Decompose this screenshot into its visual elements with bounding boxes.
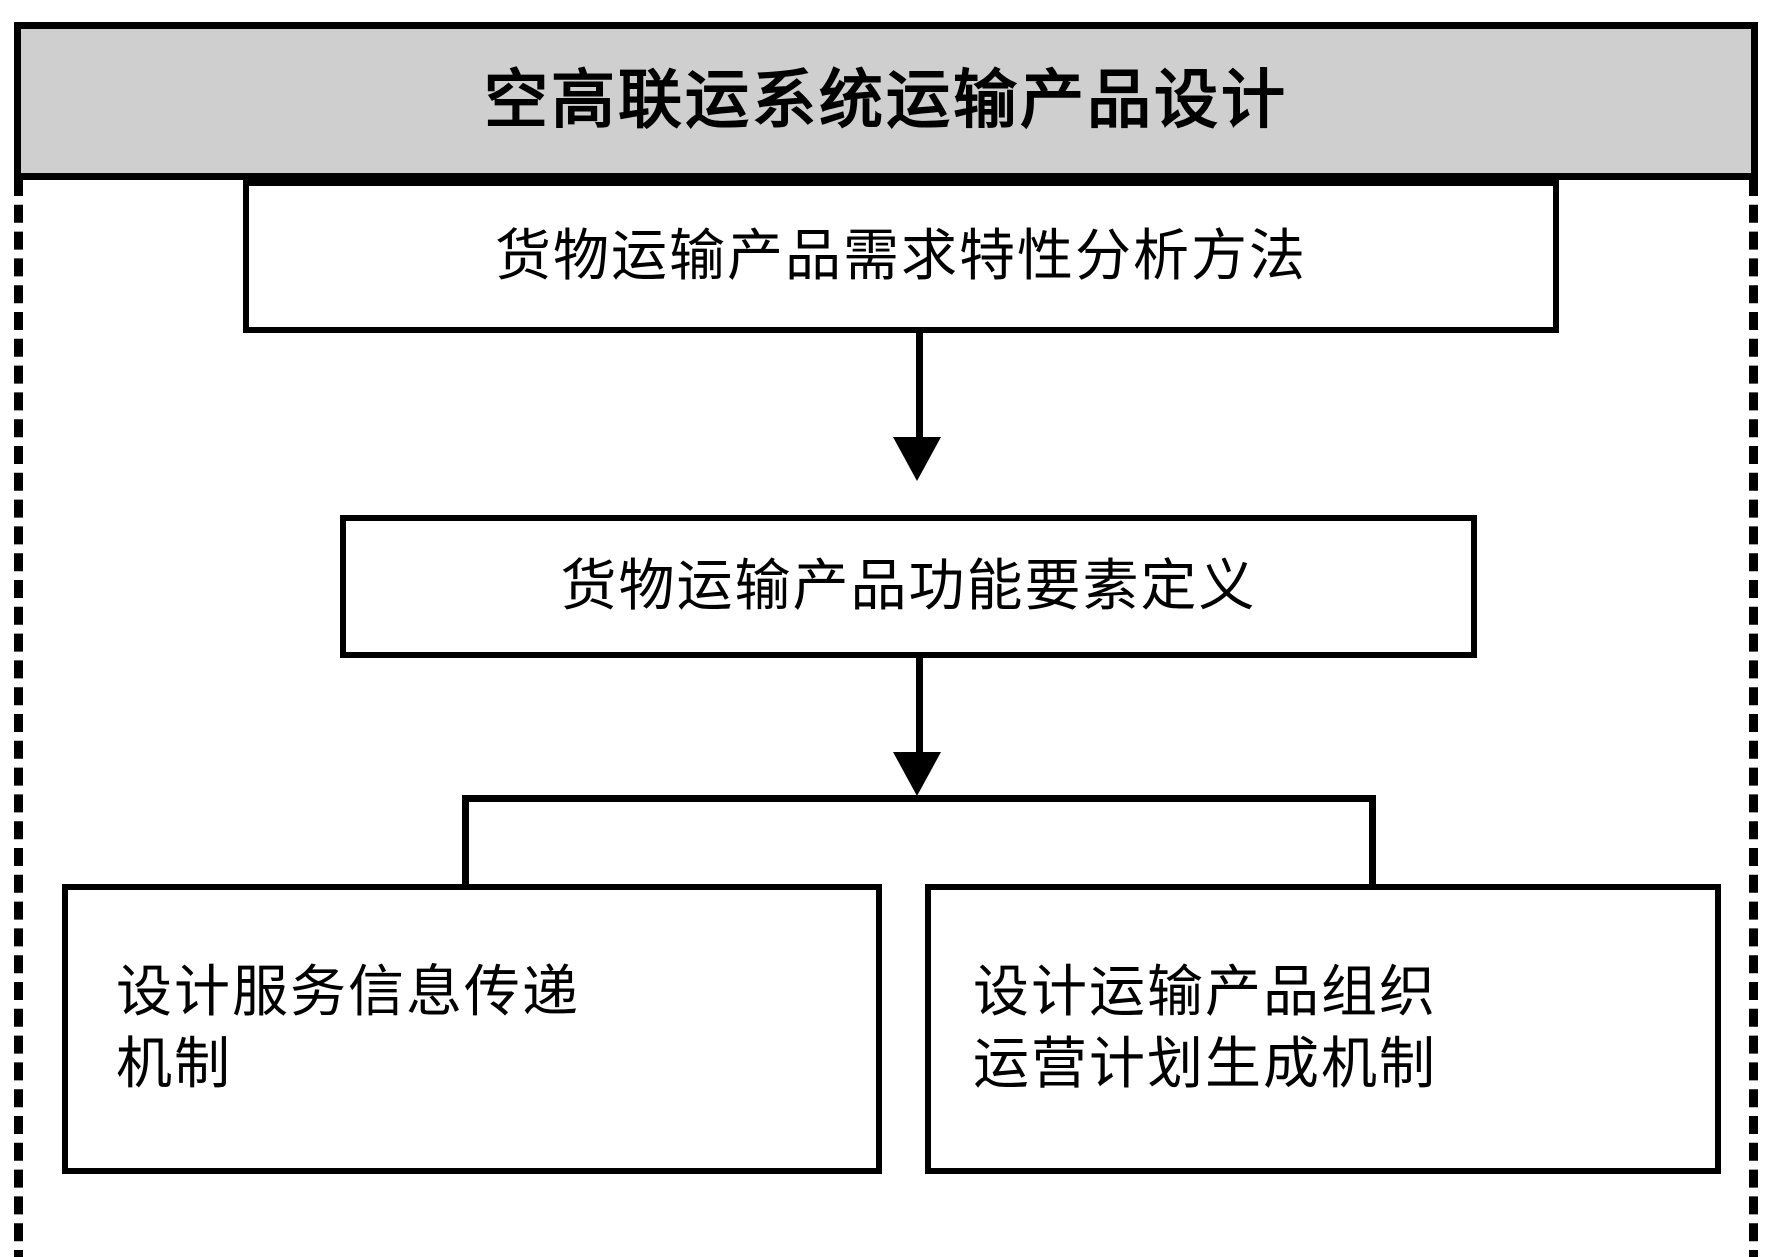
node-operation-plan-mechanism[interactable]: 设计运输产品组织 运营计划生成机制: [925, 884, 1721, 1174]
node-service-info-mechanism[interactable]: 设计服务信息传递 机制: [62, 884, 882, 1174]
diagram-title-box: 空高联运系统运输产品设计: [14, 22, 1758, 180]
branch-drop-right: [1369, 795, 1376, 891]
connector-demand-to-function-arrowhead: [893, 437, 941, 481]
connector-function-to-split-line: [916, 658, 923, 758]
connector-function-to-split-arrowhead: [893, 752, 941, 796]
node-function-definition[interactable]: 货物运输产品功能要素定义: [340, 515, 1477, 658]
node-operation-plan-mechanism-label: 设计运输产品组织 运营计划生成机制: [973, 960, 1437, 1097]
branch-horizontal-bar: [462, 795, 1376, 802]
node-service-info-mechanism-label: 设计服务信息传递 机制: [116, 960, 580, 1097]
diagram-title-text: 空高联运系统运输产品设计: [484, 63, 1288, 138]
node-demand-analysis[interactable]: 货物运输产品需求特性分析方法: [243, 180, 1559, 333]
node-function-definition-label: 货物运输产品功能要素定义: [560, 553, 1257, 619]
branch-drop-left: [462, 795, 469, 891]
node-demand-analysis-label: 货物运输产品需求特性分析方法: [495, 223, 1307, 289]
connector-demand-to-function-line: [916, 333, 923, 441]
